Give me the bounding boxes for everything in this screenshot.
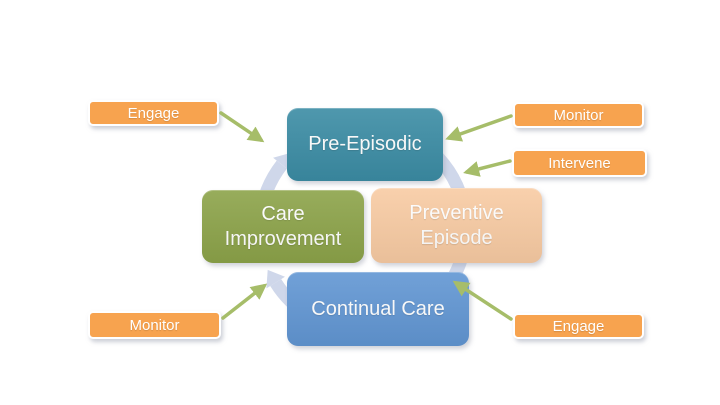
action-label-engage-top-left: Engage <box>88 100 219 126</box>
action-label-monitor-bottom-left: Monitor <box>88 311 221 339</box>
node-pre-episodic: Pre-Episodic <box>287 108 443 181</box>
arrow-monitor-to-cycle-icon <box>221 283 268 320</box>
action-label-intervene-right: Intervene <box>512 149 647 177</box>
arrow-intervene-to-cycle-icon <box>463 159 512 177</box>
ring-arrowhead-bottom-left-icon <box>266 269 285 289</box>
action-label-engage-bottom-right: Engage <box>513 313 644 339</box>
node-care-improvement: Care Improvement <box>202 190 364 263</box>
arrow-engage-to-pre-episodic-icon <box>219 111 265 143</box>
node-continual-care: Continual Care <box>287 272 469 346</box>
action-label-monitor-top-right: Monitor <box>513 102 644 128</box>
node-preventive-episode: Preventive Episode <box>371 188 542 263</box>
arrow-monitor-to-pre-episodic-icon <box>445 114 513 142</box>
